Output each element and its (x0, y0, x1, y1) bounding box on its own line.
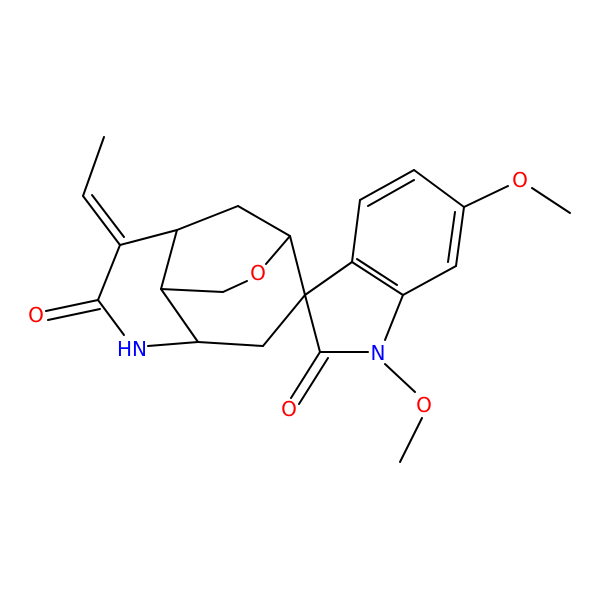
bond-c3-c2 (237, 205, 291, 237)
bond-c6-o (463, 185, 509, 208)
bond-n-c1 (147, 341, 199, 347)
bond-carbonyl-a (45, 299, 99, 312)
atom-labels: O O HN O N O O (28, 168, 528, 421)
bond-c9-c1 (160, 288, 199, 343)
bond-c8-spiro (262, 294, 306, 347)
bond-c7-c7a (402, 265, 457, 296)
bond-spiro-c2o (304, 294, 321, 353)
atom-n-oxindole: N (371, 341, 386, 365)
atom-nh-lactam: HN (117, 337, 147, 361)
bond-c7a-c3a-inner (356, 258, 398, 286)
atom-o-ether: O (250, 261, 266, 285)
bond-o-c2 (265, 235, 291, 265)
atom-o-lactam-carbonyl: O (28, 303, 44, 327)
atom-o-oxindole-carbonyl: O (281, 397, 297, 421)
bond-c6-c7-inner (447, 211, 456, 263)
bond-c3a-c4 (351, 199, 361, 263)
atom-o-n-methoxy: O (416, 393, 432, 417)
bond-c4-c5 (359, 169, 415, 201)
bond-methyl-vinyl (82, 136, 105, 197)
bond-c10-o (222, 280, 248, 293)
bond-c4-c9 (160, 229, 178, 290)
bond-n-o (384, 363, 416, 393)
bond-exocyclic-double-b (91, 194, 125, 238)
bond-c6-n (97, 299, 125, 336)
bond-c6-c7 (455, 206, 465, 267)
bond-c2-spiro (289, 235, 306, 296)
bond-o-ch3 (399, 417, 423, 463)
bond-c4-c5-inner (367, 179, 415, 207)
bond-o-ch3-aryl (531, 187, 571, 214)
bonds (45, 136, 571, 463)
bond-oxindole-carbonyl-a (290, 351, 321, 399)
bond-c5-c4 (119, 229, 178, 246)
bond-c7a-c3a (351, 261, 404, 296)
bond-carbonyl-b (47, 308, 101, 321)
bond-c4-c3 (176, 205, 239, 231)
bond-c9-c10 (160, 288, 224, 293)
bond-n-c7a (384, 294, 404, 341)
bond-exocyclic-double-a (82, 195, 121, 246)
bond-c5-c6 (97, 244, 121, 301)
bond-c1-c8 (197, 341, 264, 347)
bond-oxindole-carbonyl-b (298, 357, 329, 405)
atom-o-aryl-methoxy: O (512, 168, 528, 192)
bond-c5-c6 (413, 169, 465, 208)
bond-spiro-c3a (304, 261, 353, 296)
